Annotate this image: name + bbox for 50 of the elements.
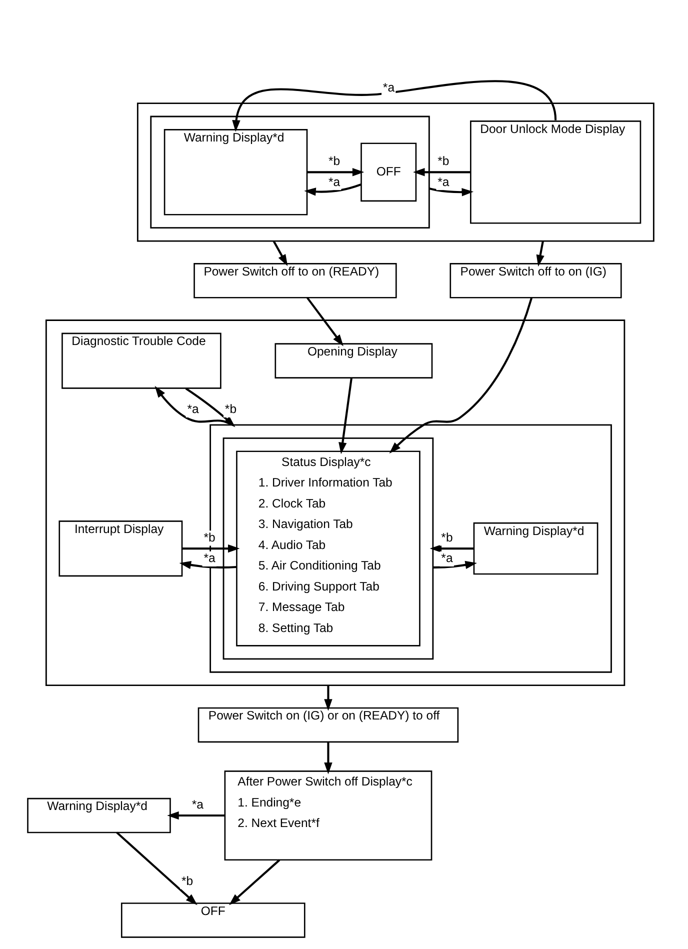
edge-label: *b	[203, 530, 215, 544]
cluster	[150, 116, 430, 229]
edge-label: *a	[382, 80, 394, 94]
node-box: Warning Display*d	[26, 798, 170, 834]
arrow	[412, 168, 470, 176]
arrow	[228, 859, 280, 906]
arrow	[182, 544, 240, 553]
arrow	[338, 378, 352, 454]
node-box: Power Switch on (IG) or on (READY) to off	[197, 707, 458, 743]
edge-label: *a	[437, 174, 449, 189]
node-box: Door Unlock Mode Display	[470, 120, 641, 224]
arrow	[432, 560, 476, 570]
node-box: After Power Switch off Display*c 1. Ending*e 2. Next Event*f	[224, 770, 432, 861]
edge-label: *b	[437, 154, 449, 168]
arrow	[428, 188, 474, 196]
edge-label: *b	[440, 530, 452, 544]
node-box: Power Switch off to on (READY)	[193, 263, 396, 298]
node-box: Diagnostic Trouble Code	[61, 332, 221, 389]
node-box: Warning Display*d	[163, 129, 308, 216]
node-box: Warning Display*d	[472, 522, 598, 575]
arrow	[306, 168, 364, 176]
arrow	[304, 184, 361, 196]
arrow	[429, 544, 474, 553]
edge-label: *b	[181, 874, 193, 888]
edge-label: *a	[191, 797, 204, 812]
arrow	[272, 240, 288, 266]
node-box: Opening Display	[274, 343, 432, 378]
edge-label: *b	[328, 154, 340, 168]
node-box: OFF	[360, 142, 416, 202]
arrow	[306, 297, 343, 346]
arrow	[178, 560, 236, 570]
arrow	[116, 832, 197, 906]
arrow	[324, 742, 332, 774]
arrow	[154, 386, 233, 426]
arrow	[536, 240, 544, 267]
arrow	[388, 298, 532, 454]
node-box: OFF	[120, 902, 305, 938]
edge-label: *b	[224, 402, 236, 416]
cluster	[222, 437, 434, 660]
arrow	[166, 811, 224, 820]
edge-label: *a	[328, 174, 340, 189]
cluster	[136, 102, 654, 242]
cluster	[44, 320, 625, 686]
arrow	[324, 685, 332, 711]
node-box: Status Display*c 1. Driver Information Tab 2. Clock Tab 3. Navigation Tab 4. Audio Tab 5. Air Conditioning Tab 6. Driving Support Tab 7. Message Tab 8. Setting Tab	[236, 450, 420, 646]
edge-label: *a	[186, 402, 198, 416]
edge-label: *a	[203, 551, 215, 566]
edge-label: *a	[440, 551, 452, 566]
node-box: Interrupt Display	[58, 520, 182, 577]
node-box: Power Switch off to on (IG)	[449, 263, 622, 298]
